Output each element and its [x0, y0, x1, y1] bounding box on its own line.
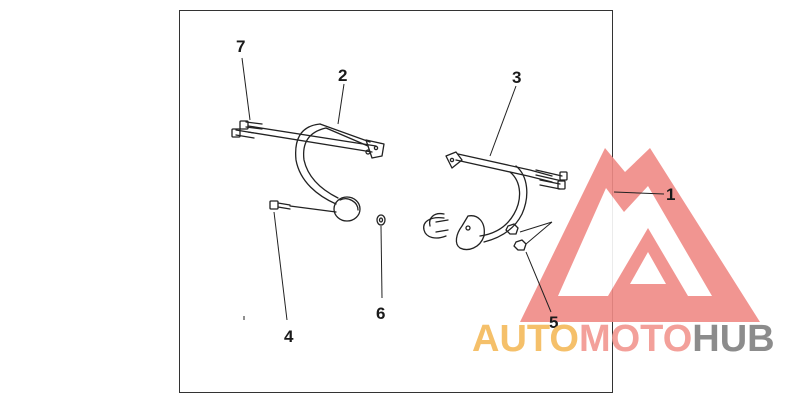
callout-3: 3	[512, 68, 521, 87]
wordmark-hub: HUB	[692, 318, 775, 360]
callout-6: 6	[376, 304, 385, 323]
callout-7: 7	[236, 37, 245, 56]
callout-1: 1	[666, 185, 675, 204]
left-bar-part-2	[247, 123, 385, 222]
nut-part-5	[505, 223, 527, 251]
callout-2: 2	[338, 66, 347, 85]
watermark-wordmark: AUTOMOTOHUB	[472, 318, 775, 361]
callout-4: 4	[284, 327, 294, 346]
wordmark-auto: AUTO	[472, 318, 579, 360]
u-bracket	[423, 212, 449, 239]
bolt-right-bar	[535, 169, 568, 190]
bolt-part-4	[269, 200, 337, 213]
bolt-part-7	[231, 120, 263, 139]
callout-5: 5	[549, 313, 558, 332]
wordmark-moto: MOTO	[578, 318, 693, 360]
triangle-logo-icon	[520, 148, 760, 322]
right-bar-part-3	[445, 151, 553, 251]
leader-lines	[241, 57, 665, 321]
washer-part-6	[376, 214, 386, 226]
